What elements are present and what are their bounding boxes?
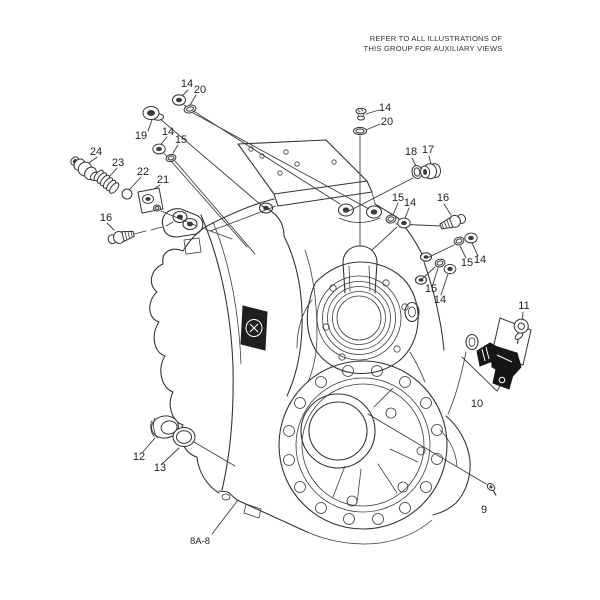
callout-17: 17 bbox=[422, 144, 434, 156]
callout-10: 10 bbox=[471, 398, 483, 410]
part-hex-plug-topleft bbox=[172, 94, 186, 106]
callout-12: 12 bbox=[133, 451, 145, 463]
callout-23: 23 bbox=[112, 157, 124, 169]
part-hex-plug-leftmid bbox=[152, 143, 166, 155]
part-cup-plug-12 bbox=[150, 415, 179, 439]
transmission-housing-drawing bbox=[149, 139, 479, 545]
callout-19: 19 bbox=[135, 130, 147, 142]
callout-20-a: 20 bbox=[194, 84, 206, 96]
part-hex-plug-ur bbox=[464, 232, 478, 244]
part-hex-plug-lr bbox=[443, 263, 457, 275]
zf-badge bbox=[240, 305, 268, 351]
part-spring bbox=[93, 169, 120, 194]
part-seal-ring-mid bbox=[385, 214, 397, 224]
output-flange bbox=[278, 360, 448, 530]
part-fitting-right bbox=[439, 213, 467, 230]
part-valve-plate bbox=[137, 187, 164, 214]
callout-14-d: 14 bbox=[404, 197, 416, 209]
callout-24: 24 bbox=[90, 146, 102, 158]
callout-16-a: 16 bbox=[100, 212, 112, 224]
part-o-ring-13 bbox=[172, 427, 196, 447]
part-seal-ring-leftmid bbox=[165, 153, 177, 163]
part-hex-plug-mid bbox=[397, 217, 411, 229]
callout-15-a: 15 bbox=[175, 134, 187, 146]
annotations: REFER TO ALL ILLUSTRATIONS OF THIS GROUP… bbox=[90, 34, 530, 547]
part-seal-ring-18 bbox=[411, 165, 423, 179]
note-line-2: THIS GROUP FOR AUXILIARY VIEWS bbox=[364, 44, 503, 53]
callout-15-b: 15 bbox=[392, 192, 404, 204]
part-seal-ring-ur bbox=[453, 236, 465, 246]
callout-21: 21 bbox=[157, 174, 169, 186]
part-washer-top bbox=[353, 126, 367, 136]
callout-18: 18 bbox=[405, 146, 417, 158]
figure-reference: 8A-8 bbox=[190, 536, 210, 547]
part-plug-17 bbox=[420, 163, 442, 180]
note-line-1: REFER TO ALL ILLUSTRATIONS OF bbox=[370, 34, 503, 43]
callout-14-e: 14 bbox=[474, 254, 486, 266]
part-screw-9 bbox=[486, 482, 497, 496]
part-bolt-11 bbox=[513, 318, 529, 345]
callout-15-d: 15 bbox=[425, 283, 437, 295]
callout-14-c: 14 bbox=[379, 102, 391, 114]
callout-11: 11 bbox=[518, 300, 529, 312]
part-speed-sensor bbox=[476, 342, 522, 390]
callout-14-a: 14 bbox=[181, 78, 193, 90]
callout-14-b: 14 bbox=[162, 126, 174, 138]
callout-13: 13 bbox=[154, 462, 166, 474]
callout-14-f: 14 bbox=[434, 294, 446, 306]
part-seal-ring-lr bbox=[434, 258, 446, 268]
callout-9: 9 bbox=[481, 504, 487, 516]
part-breather-plug bbox=[142, 106, 164, 121]
callout-22: 22 bbox=[137, 166, 149, 178]
part-vent-plug-top bbox=[355, 107, 367, 121]
part-fitting-left bbox=[107, 230, 135, 245]
part-washer-topleft bbox=[183, 104, 197, 114]
callout-15-c: 15 bbox=[461, 257, 473, 269]
callout-20-b: 20 bbox=[381, 116, 393, 128]
callout-16-b: 16 bbox=[437, 192, 449, 204]
part-check-ball bbox=[121, 188, 133, 200]
detached-parts bbox=[70, 94, 532, 496]
